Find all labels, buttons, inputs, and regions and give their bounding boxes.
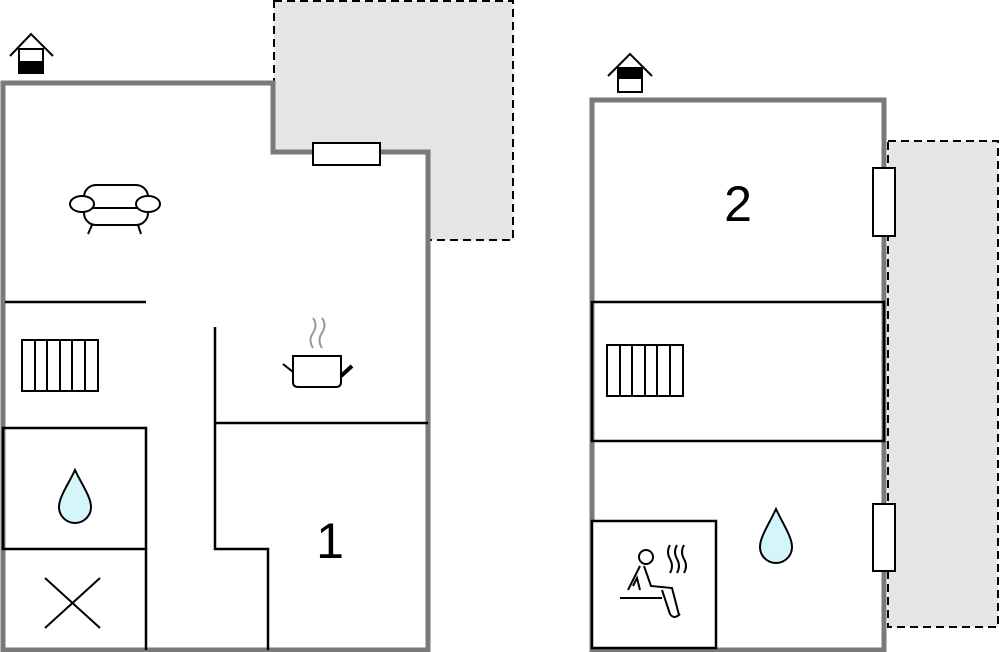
sofa-icon [69,184,161,235]
upper-floor-plan: 2 [589,52,999,652]
room-label-2: 2 [724,176,752,232]
sauna-room-walls [590,519,718,650]
entrance-icon [9,32,54,74]
room-label-1: 1 [316,513,344,569]
outer-wall-left [0,80,431,652]
stairs-icon [606,344,684,397]
kitchen-pot-icon [282,317,354,388]
terrace-right [887,140,999,628]
stair-room-walls [590,300,886,443]
water-drop-icon [758,506,794,564]
window-icon [872,503,896,572]
water-drop-icon [57,467,93,524]
window-icon [872,167,896,237]
cross-icon [44,577,101,629]
window-icon [312,142,381,166]
entrance-icon [607,52,653,93]
stairs-icon [21,339,99,392]
sauna-icon [620,544,687,618]
interior-walls [1,300,428,650]
ground-floor-plan: 1 [0,0,514,652]
